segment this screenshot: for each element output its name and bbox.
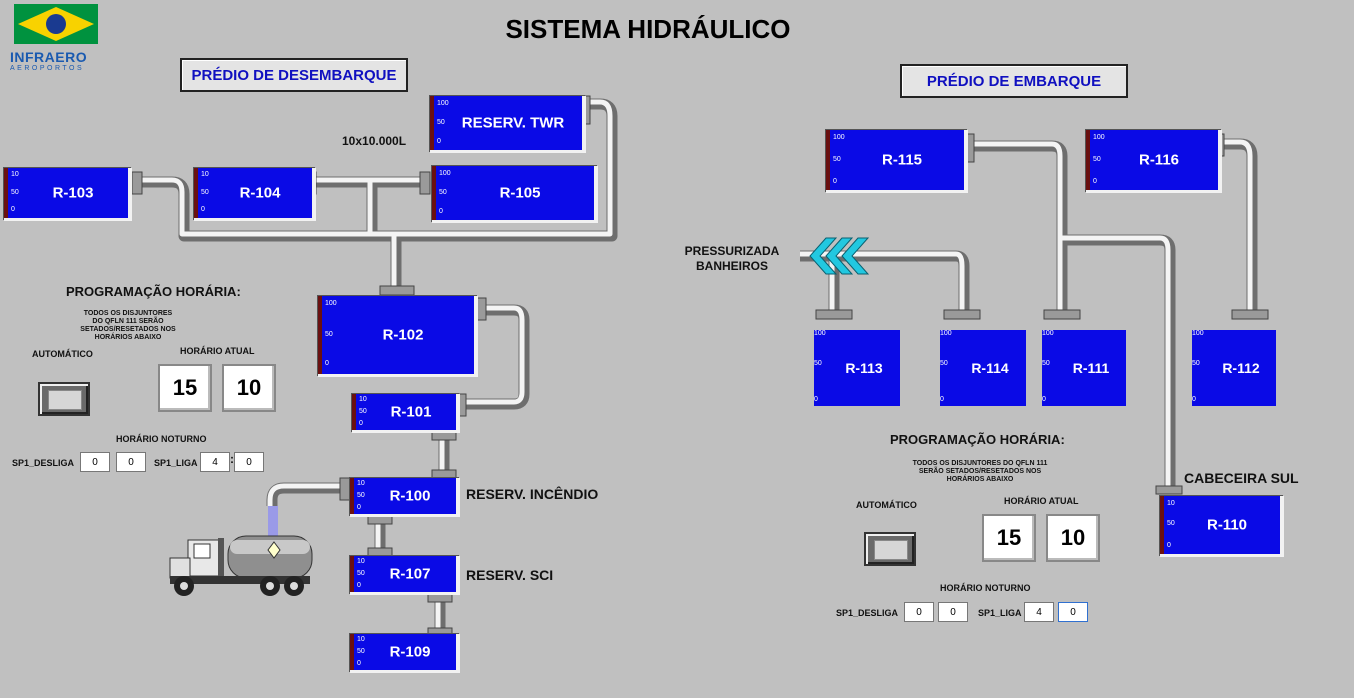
tank-label: R-113 — [845, 360, 883, 376]
tank-label: R-115 — [881, 151, 923, 169]
tank-r102[interactable]: 100 50 0 R-102 — [318, 296, 478, 377]
auto-label: AUTOMÁTICO — [856, 500, 917, 510]
tank-label: RESERV. TWR — [461, 114, 565, 132]
reserv-incendio-label: RESERV. INCÊNDIO — [466, 486, 599, 502]
tank-r100[interactable]: 10 50 0 R-100 — [350, 478, 460, 517]
auto-button[interactable] — [38, 382, 90, 416]
on-minute-input[interactable]: 0 — [234, 452, 264, 472]
tank-r110[interactable]: 10 50 0 R-110 — [1160, 496, 1284, 557]
flow-arrows-icon — [809, 237, 870, 275]
off-minute-input[interactable]: 0 — [938, 602, 968, 622]
tank-r105[interactable]: 100 50 0 R-105 — [432, 166, 598, 223]
off-minute-input[interactable]: 0 — [116, 452, 146, 472]
cabeceira-sul-label: CABECEIRA SUL — [1184, 470, 1299, 486]
hour-display: 15 — [982, 514, 1036, 562]
tank-r115[interactable]: 100 50 0 R-115 — [826, 130, 968, 193]
schedule-title: PROGRAMAÇÃO HORÁRIA: — [890, 432, 1065, 447]
reserv-sci-label: RESERV. SCI — [466, 567, 554, 583]
hour-display: 15 — [158, 364, 212, 412]
tank-label: R-111 — [1072, 360, 1110, 376]
on-hour-input[interactable]: 4 — [1024, 602, 1054, 622]
minute-display: 10 — [222, 364, 276, 412]
time-separator: : — [230, 452, 234, 466]
tank-label: R-110 — [1206, 516, 1248, 534]
infraero-logo: INFRAERO AEROPORTOS — [10, 4, 106, 72]
on-label: SP1_LIGA — [154, 458, 198, 468]
night-label: HORÁRIO NOTURNO — [940, 583, 1031, 593]
building-label-desembarque: PRÉDIO DE DESEMBARQUE — [180, 58, 408, 92]
auto-button[interactable] — [864, 532, 916, 566]
tank-r103[interactable]: 10 50 0 R-103 — [4, 168, 132, 221]
pressurized-label: PRESSURIZADA BANHEIROS — [684, 244, 780, 273]
tank-reserv-twr[interactable]: 100 50 0 RESERV. TWR — [430, 96, 586, 153]
tank-label: R-109 — [389, 643, 431, 661]
off-label: SP1_DESLIGA — [12, 458, 75, 468]
water-truck-icon — [169, 535, 313, 596]
schedule-note: TODOS OS DISJUNTORES DO QFLN 111 SERÃO S… — [80, 310, 176, 341]
tank-label: R-107 — [389, 565, 431, 583]
minute-display: 10 — [1046, 514, 1100, 562]
tank-label: R-104 — [239, 184, 281, 202]
tank-label: R-103 — [52, 184, 94, 202]
current-time-label: HORÁRIO ATUAL — [180, 346, 255, 356]
tank-label: R-112 — [1222, 360, 1260, 376]
off-label: SP1_DESLIGA — [836, 608, 899, 618]
page-title: SISTEMA HIDRÁULICO — [505, 14, 791, 44]
water-stream — [268, 506, 278, 536]
on-label: SP1_LIGA — [978, 608, 1022, 618]
tank-r107[interactable]: 10 50 0 R-107 — [350, 556, 460, 595]
tank-label: R-101 — [390, 403, 432, 421]
tank-r114[interactable]: 100 50 0 R-114 — [940, 330, 1026, 406]
tank-r109[interactable]: 10 50 0 R-109 — [350, 634, 460, 673]
logo-text: INFRAERO — [10, 49, 88, 65]
schedule-note: TODOS OS DISJUNTORES DO QFLN 111 SERÃO S… — [912, 460, 1048, 483]
off-hour-input[interactable]: 0 — [904, 602, 934, 622]
on-hour-input[interactable]: 4 — [200, 452, 230, 472]
tank-label: R-105 — [499, 184, 541, 202]
tank-label: R-100 — [389, 487, 431, 505]
current-time-label: HORÁRIO ATUAL — [1004, 496, 1079, 506]
schedule-title: PROGRAMAÇÃO HORÁRIA: — [66, 284, 241, 299]
night-label: HORÁRIO NOTURNO — [116, 434, 207, 444]
tank-label: R-116 — [1138, 151, 1180, 169]
on-minute-input[interactable]: 0 — [1058, 602, 1088, 622]
off-hour-input[interactable]: 0 — [80, 452, 110, 472]
capacity-label: 10x10.000L — [342, 134, 407, 148]
tank-r111[interactable]: 100 50 0 R-111 — [1042, 330, 1126, 406]
tank-r113[interactable]: 100 50 0 R-113 — [814, 330, 900, 406]
tank-r104[interactable]: 10 50 0 R-104 — [194, 168, 316, 221]
tank-label: R-102 — [382, 326, 424, 344]
tank-r101[interactable]: 10 50 0 R-101 — [352, 394, 460, 433]
tank-label: R-114 — [971, 360, 1009, 376]
brazil-flag-icon — [14, 4, 98, 44]
logo-subtext: AEROPORTOS — [10, 65, 85, 72]
building-label-embarque: PRÉDIO DE EMBARQUE — [900, 64, 1128, 98]
tank-r116[interactable]: 100 50 0 R-116 — [1086, 130, 1222, 193]
tank-r112[interactable]: 100 50 0 R-112 — [1192, 330, 1276, 406]
auto-label: AUTOMÁTICO — [32, 349, 93, 359]
